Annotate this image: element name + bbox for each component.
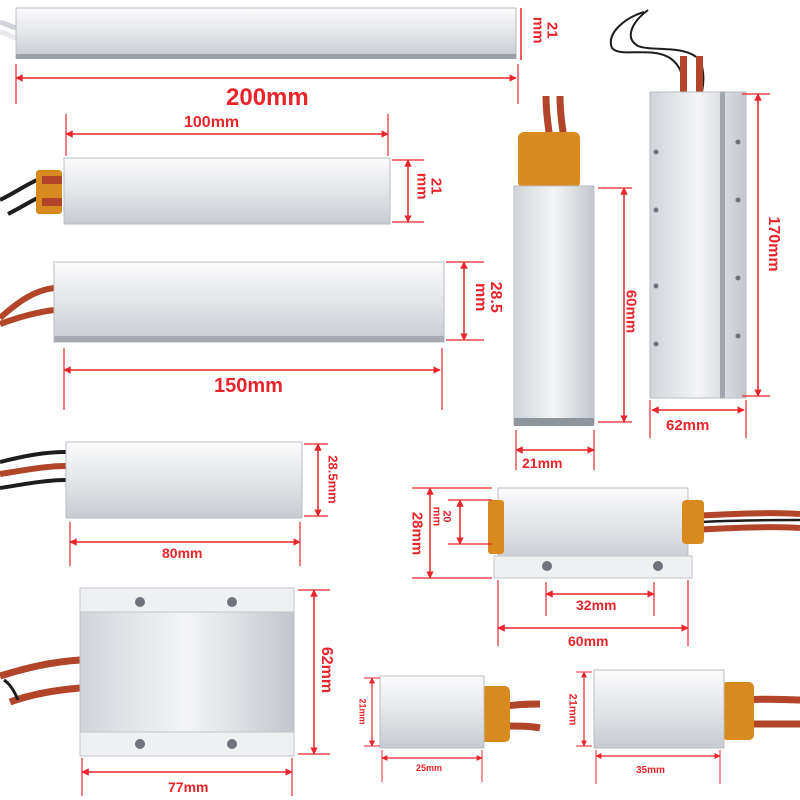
mounting-hole	[653, 149, 659, 155]
aluminum-housing	[15, 7, 517, 59]
kapton-tape	[722, 682, 754, 740]
mounting-hole	[735, 333, 741, 339]
wire-red	[542, 95, 554, 139]
aluminum-housing	[649, 91, 747, 399]
dimension-label-60mm: 60mm	[622, 289, 640, 334]
aluminum-housing	[63, 157, 391, 225]
mounting-hole	[735, 275, 741, 281]
wire-red	[0, 463, 67, 477]
aluminum-housing	[593, 669, 725, 749]
dimension-label-80mm: 80mm	[162, 545, 203, 561]
dimension-label-21mm: 21 mm	[529, 16, 561, 44]
mounting-hole	[135, 597, 145, 607]
wire-black	[629, 9, 705, 93]
dimension-label-20mm: 20 mm	[430, 506, 453, 527]
dimension-label-62mm: 62mm	[666, 417, 710, 434]
mounting-hole	[227, 597, 237, 607]
wire-red	[0, 656, 81, 680]
dimension-label-28-5mm: 28.5mm	[325, 455, 341, 504]
heater-60x28-flanged	[412, 487, 800, 646]
wire-red	[8, 684, 81, 706]
wire-red	[696, 56, 703, 94]
kapton-tape	[682, 500, 704, 544]
mounting-hole	[227, 739, 237, 749]
aluminum-housing	[79, 587, 295, 757]
dimension-label-100mm: 100mm	[184, 114, 240, 131]
mounting-hole	[653, 561, 663, 571]
wire-red	[680, 56, 687, 94]
heater-80x28-5	[0, 441, 328, 566]
wire-red	[505, 722, 541, 732]
heater-100x21	[0, 114, 424, 225]
wire-red	[505, 700, 541, 710]
mounting-hole	[735, 139, 741, 145]
dimension-label-32mm: 32mm	[576, 597, 617, 613]
dimension-label-150mm: 150mm	[214, 375, 283, 397]
heater-77x62	[0, 587, 330, 796]
aluminum-housing	[379, 675, 485, 749]
kapton-tape	[518, 132, 580, 188]
dimension-label-60mm: 60mm	[568, 633, 609, 649]
aluminum-housing	[53, 261, 445, 343]
wire-red	[689, 524, 800, 533]
dimension-label-21mm: 21mm	[522, 455, 563, 471]
aluminum-housing	[497, 487, 689, 563]
kapton-tape	[488, 500, 504, 554]
heater-25x21	[364, 675, 541, 782]
heater-150x28-5	[0, 261, 484, 410]
dimension-label-200mm: 200mm	[226, 84, 309, 111]
wire-red	[42, 198, 62, 206]
dimension-label-21mm: 21mm	[357, 698, 368, 725]
heater-35x21	[576, 669, 800, 784]
wire-red	[0, 285, 55, 321]
wire-white	[0, 19, 17, 31]
mounting-flange	[79, 731, 295, 757]
heater-170x62	[609, 9, 770, 438]
dimension-label-170mm: 170mm	[765, 216, 782, 272]
wire-red	[689, 510, 800, 519]
mounting-flange	[79, 587, 295, 613]
mounting-hole	[653, 283, 659, 289]
wire-white	[0, 29, 17, 41]
mounting-hole	[653, 207, 659, 213]
wire-black	[0, 478, 67, 490]
dimension-label-28-5mm: 28.5 mm	[472, 281, 505, 313]
mounting-hole	[653, 341, 659, 347]
kapton-tape	[480, 686, 510, 742]
aluminum-housing	[513, 185, 595, 425]
heater-60x21-tall	[513, 95, 632, 470]
mounting-hole	[542, 561, 552, 571]
mounting-hole	[135, 739, 145, 749]
wire-red	[0, 307, 55, 327]
dimension-label-62mm: 62mm	[318, 646, 335, 694]
wire-black	[0, 450, 67, 464]
dimension-label-25mm: 25mm	[416, 763, 443, 773]
dimension-label-77mm: 77mm	[168, 779, 209, 795]
wire-red	[42, 176, 62, 184]
dimension-label-21mm: 21mm	[566, 693, 579, 726]
wire-black	[609, 11, 687, 93]
heater-200x21	[0, 7, 522, 104]
dimension-label-21mm: 21 mm	[413, 172, 445, 200]
wire-red	[556, 95, 568, 139]
mounting-hole	[735, 197, 741, 203]
aluminum-housing	[65, 441, 303, 519]
dimension-label-35mm: 35mm	[636, 765, 665, 776]
mounting-flange	[493, 555, 693, 579]
dimension-label-28mm: 28mm	[408, 511, 426, 556]
